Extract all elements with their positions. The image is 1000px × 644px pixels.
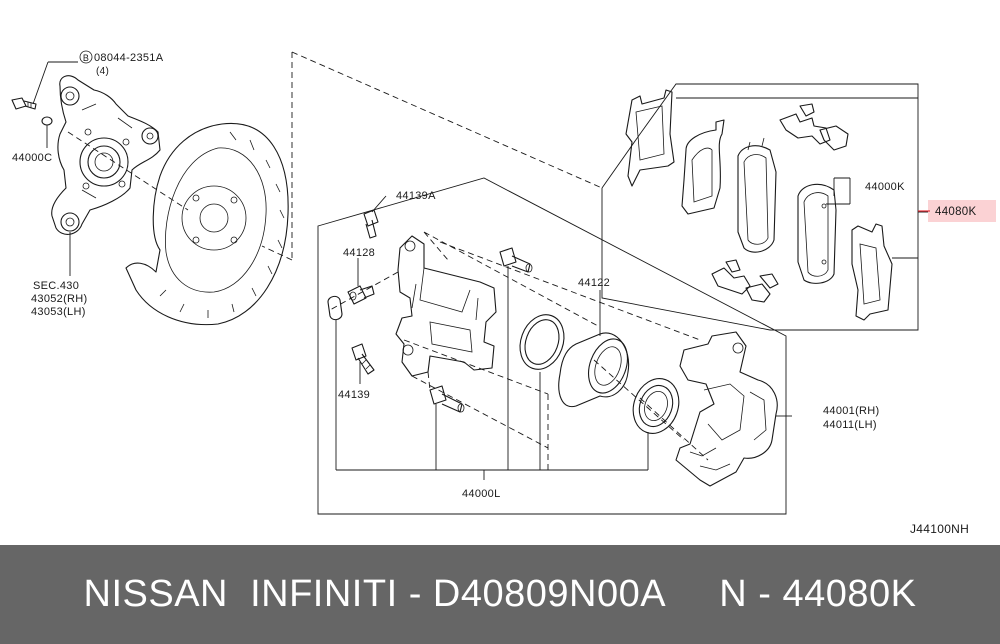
bleeder-label: 44128 (343, 247, 375, 259)
shim-back-icon[interactable] (851, 223, 893, 321)
shim-inner-icon[interactable] (681, 119, 725, 215)
piston-boot-icon[interactable] (626, 372, 686, 440)
pad-kit-group (601, 83, 928, 331)
sec-label: SEC.430 (33, 280, 79, 292)
knuckle-group (11, 61, 189, 276)
bolt-44139-label: 44139 (338, 389, 370, 401)
kit-44000l-label: 44000L (462, 488, 501, 500)
bolt-44139a-icon[interactable] (363, 209, 379, 239)
steering-knuckle-icon[interactable] (51, 75, 161, 235)
bleeder-screw-icon[interactable] (347, 285, 375, 305)
pad-kit-label: 44080K (935, 206, 976, 218)
brake-pad-outer-icon[interactable] (737, 137, 777, 253)
washer-label: 44000C (12, 152, 52, 164)
guide-pin-bottom-icon[interactable] (429, 385, 465, 413)
caliper-body-icon[interactable] (675, 331, 778, 487)
brake-pad-inner-icon[interactable] (797, 183, 837, 284)
piston-label: 44122 (578, 277, 610, 289)
svg-text:(4): (4) (96, 66, 109, 77)
piston-icon[interactable] (558, 332, 635, 408)
piston-seal-icon[interactable] (513, 309, 572, 376)
bolt-44139-icon[interactable] (351, 343, 375, 375)
caliper-lh-label: 44011(LH) (823, 419, 877, 431)
backing-plate-icon[interactable] (125, 122, 289, 326)
caliper-rh-label: 44001(RH) (823, 405, 880, 417)
knuckle-lh-label: 43053(LH) (31, 306, 86, 318)
bolt-44139a-label: 44139A (396, 190, 436, 202)
svg-text:B: B (83, 53, 89, 63)
knuckle-bolt-icon[interactable] (11, 97, 37, 110)
knuckle-rh-label: 43052(RH) (31, 293, 88, 305)
caliper-assembly-frame (317, 177, 787, 515)
pad-clip-top-icon[interactable] (779, 103, 849, 151)
svg-text:08044-2351A: 08044-2351A (94, 52, 164, 64)
pad-clip-bottom-icon[interactable] (711, 259, 779, 303)
bolt-spec-label: B 08044-2351A (4) (79, 50, 164, 77)
kit-44000k-label: 44000K (865, 181, 905, 193)
bleeder-cap-icon[interactable] (327, 295, 343, 321)
parts-diagram: B 08044-2351A (4) 44000C SEC.430 43052(R… (11, 50, 996, 536)
part-number-caption: NISSAN INFINITI - D40809N00A N - 44080K (83, 573, 917, 615)
washer-icon[interactable] (41, 116, 53, 126)
caliper-bracket-icon[interactable] (395, 235, 497, 377)
guide-pin-top-icon[interactable] (499, 247, 533, 273)
footer-bar: NISSAN INFINITI - D40809N00A N - 44080K (0, 545, 1000, 644)
pad-kit-highlight[interactable]: 44080K (918, 200, 996, 222)
shim-outer-icon[interactable] (625, 89, 675, 187)
reference-code-label: J44100NH (910, 522, 969, 536)
